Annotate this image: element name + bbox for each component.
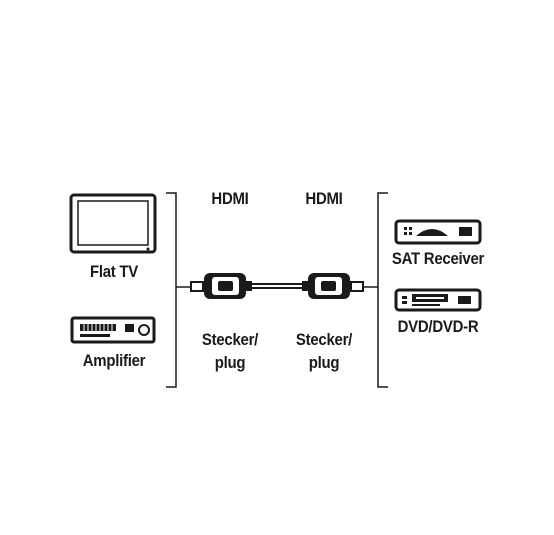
- flat-tv-label: Flat TV: [89, 262, 139, 281]
- right-hdmi-label: HDMI: [305, 189, 343, 208]
- left-hdmi-label: HDMI: [211, 189, 249, 208]
- left-plug-label-line2: plug: [214, 353, 246, 372]
- sat-receiver-label: SAT Receiver: [391, 249, 485, 268]
- hdmi-cable: [246, 281, 308, 291]
- amplifier-icon: [70, 316, 156, 344]
- right-plug-label-line1: Stecker/: [295, 330, 353, 349]
- left-plug-label-line1: Stecker/: [201, 330, 259, 349]
- right-hdmi-plug: [308, 273, 364, 299]
- right-plug-label-line2: plug: [308, 353, 340, 372]
- amplifier-label: Amplifier: [82, 351, 146, 370]
- sat-receiver-icon: [394, 219, 482, 245]
- flat-tv-icon: [69, 193, 157, 254]
- dvd-player-icon: [394, 288, 482, 312]
- right-bracket: [377, 192, 388, 388]
- dvd-label: DVD/DVD-R: [397, 317, 479, 336]
- left-hdmi-plug: [190, 273, 246, 299]
- left-bracket: [166, 192, 177, 388]
